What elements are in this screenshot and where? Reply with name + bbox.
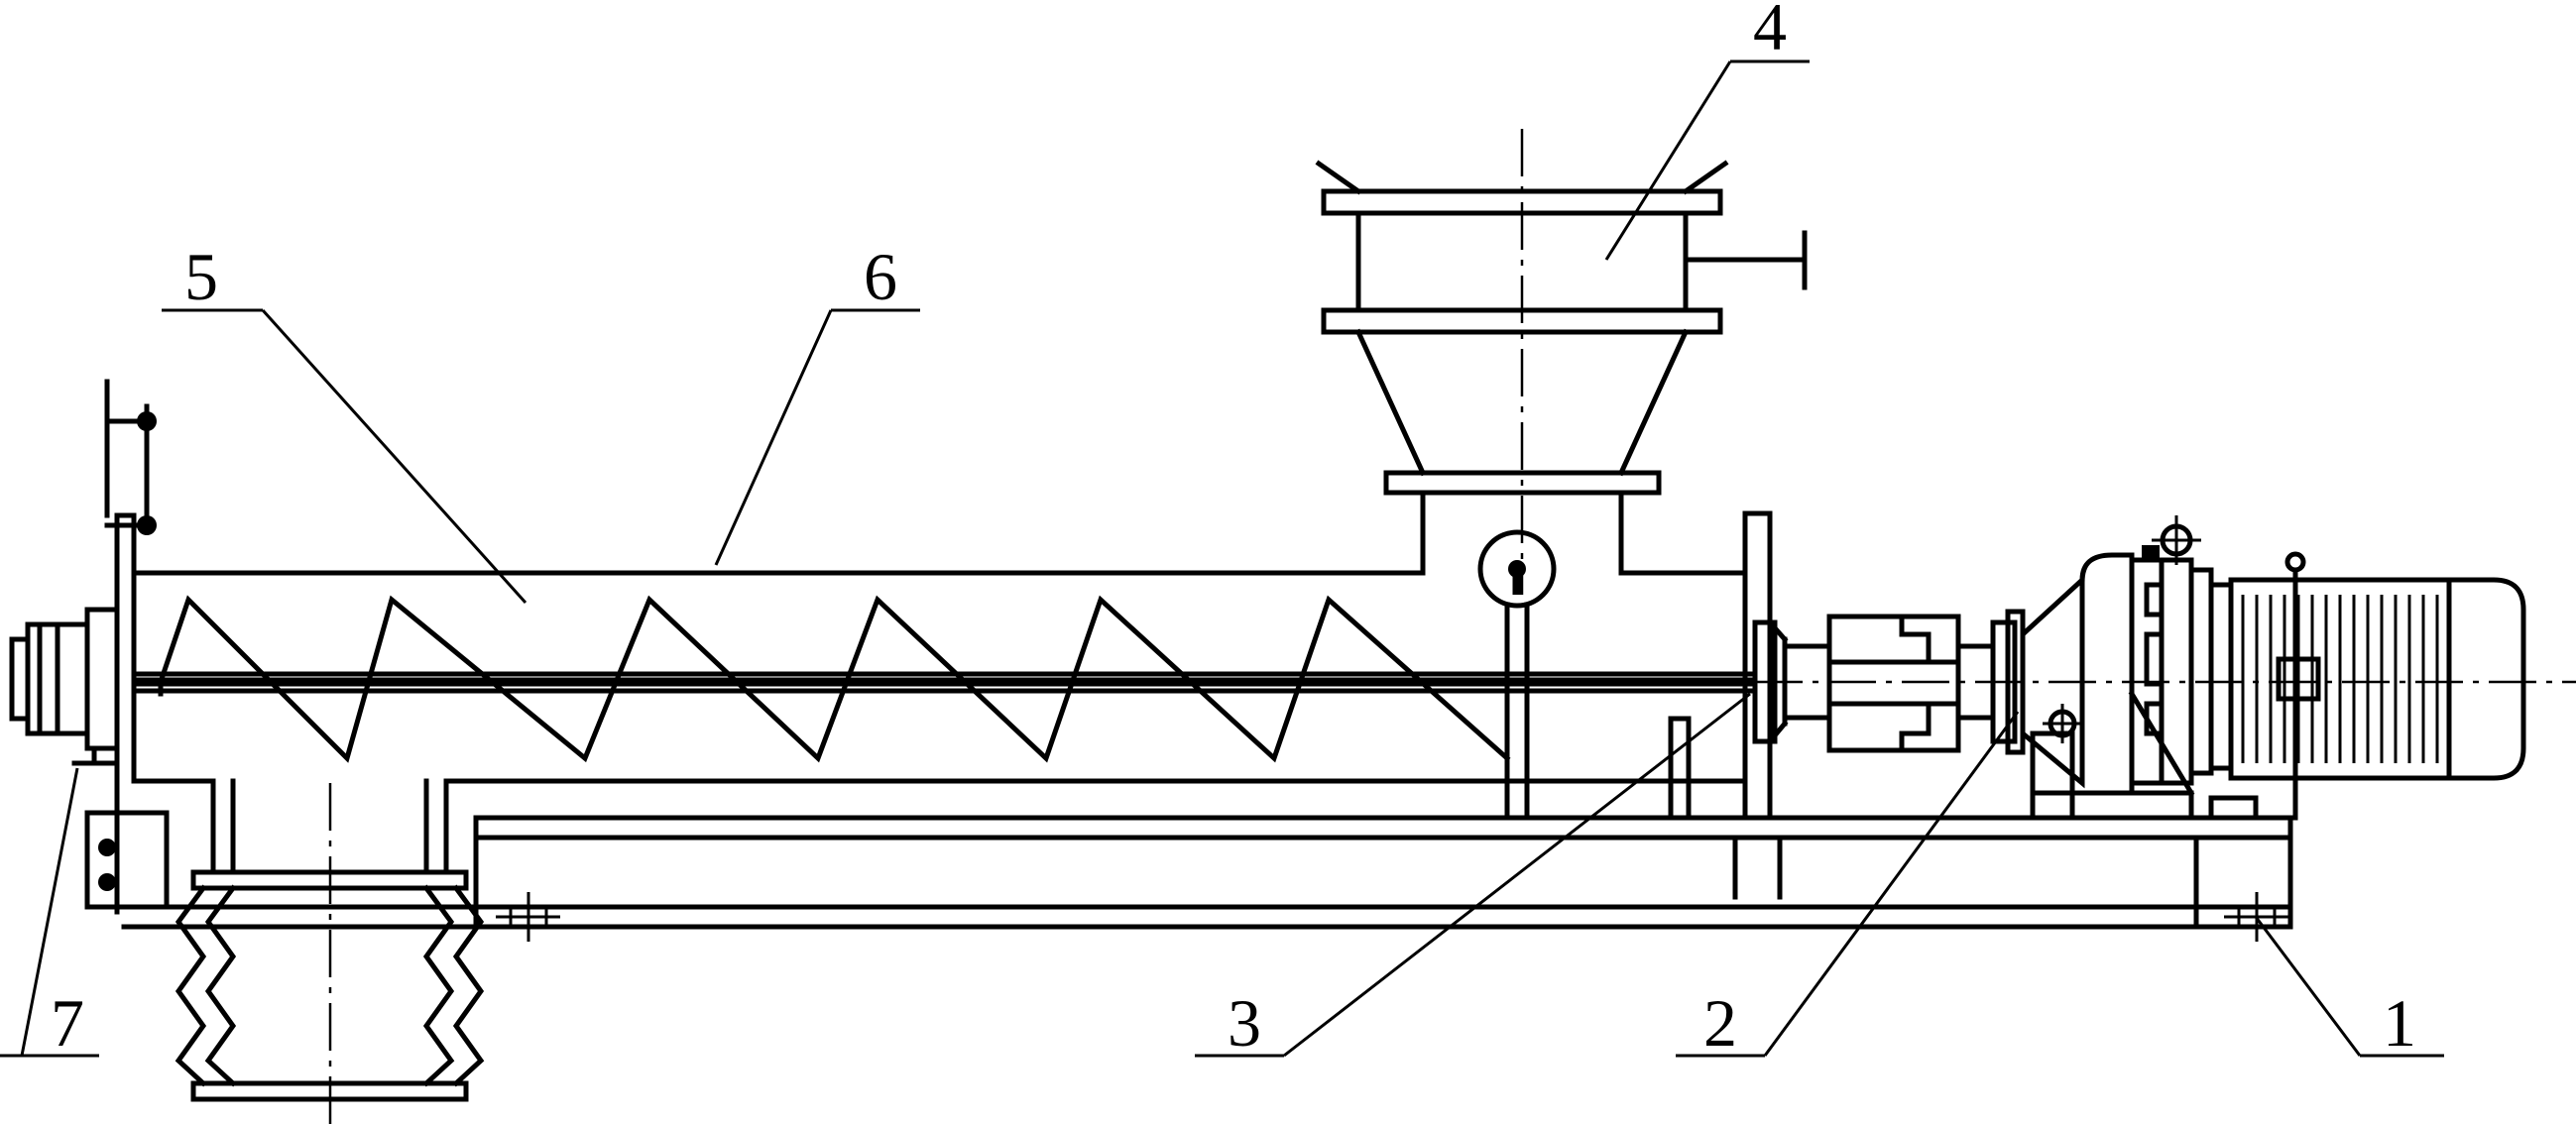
- conveyor-housing: [131, 493, 1748, 875]
- left-end-plate: [84, 379, 170, 915]
- callout-3: 3: [1228, 985, 1261, 1061]
- callout-7: 7: [51, 985, 84, 1061]
- reducer-2: [1990, 515, 2259, 821]
- coupling: [1782, 614, 1996, 753]
- motor: [2208, 551, 2526, 821]
- screw-shaft: [131, 671, 1758, 694]
- callout-6: 6: [864, 239, 897, 314]
- callout-1: 1: [2383, 985, 2416, 1061]
- inlet-hopper-4: [1315, 129, 1808, 609]
- discharge-bellows: [175, 783, 485, 1124]
- callout-5: 5: [184, 239, 218, 314]
- left-bearing-7: [9, 607, 120, 766]
- callout-4: 4: [1753, 0, 1787, 64]
- screw-flights-5: [157, 595, 1511, 763]
- leader-lines: [0, 59, 2444, 1058]
- end-flange-3: [1668, 510, 1789, 821]
- callout-2: 2: [1703, 985, 1737, 1061]
